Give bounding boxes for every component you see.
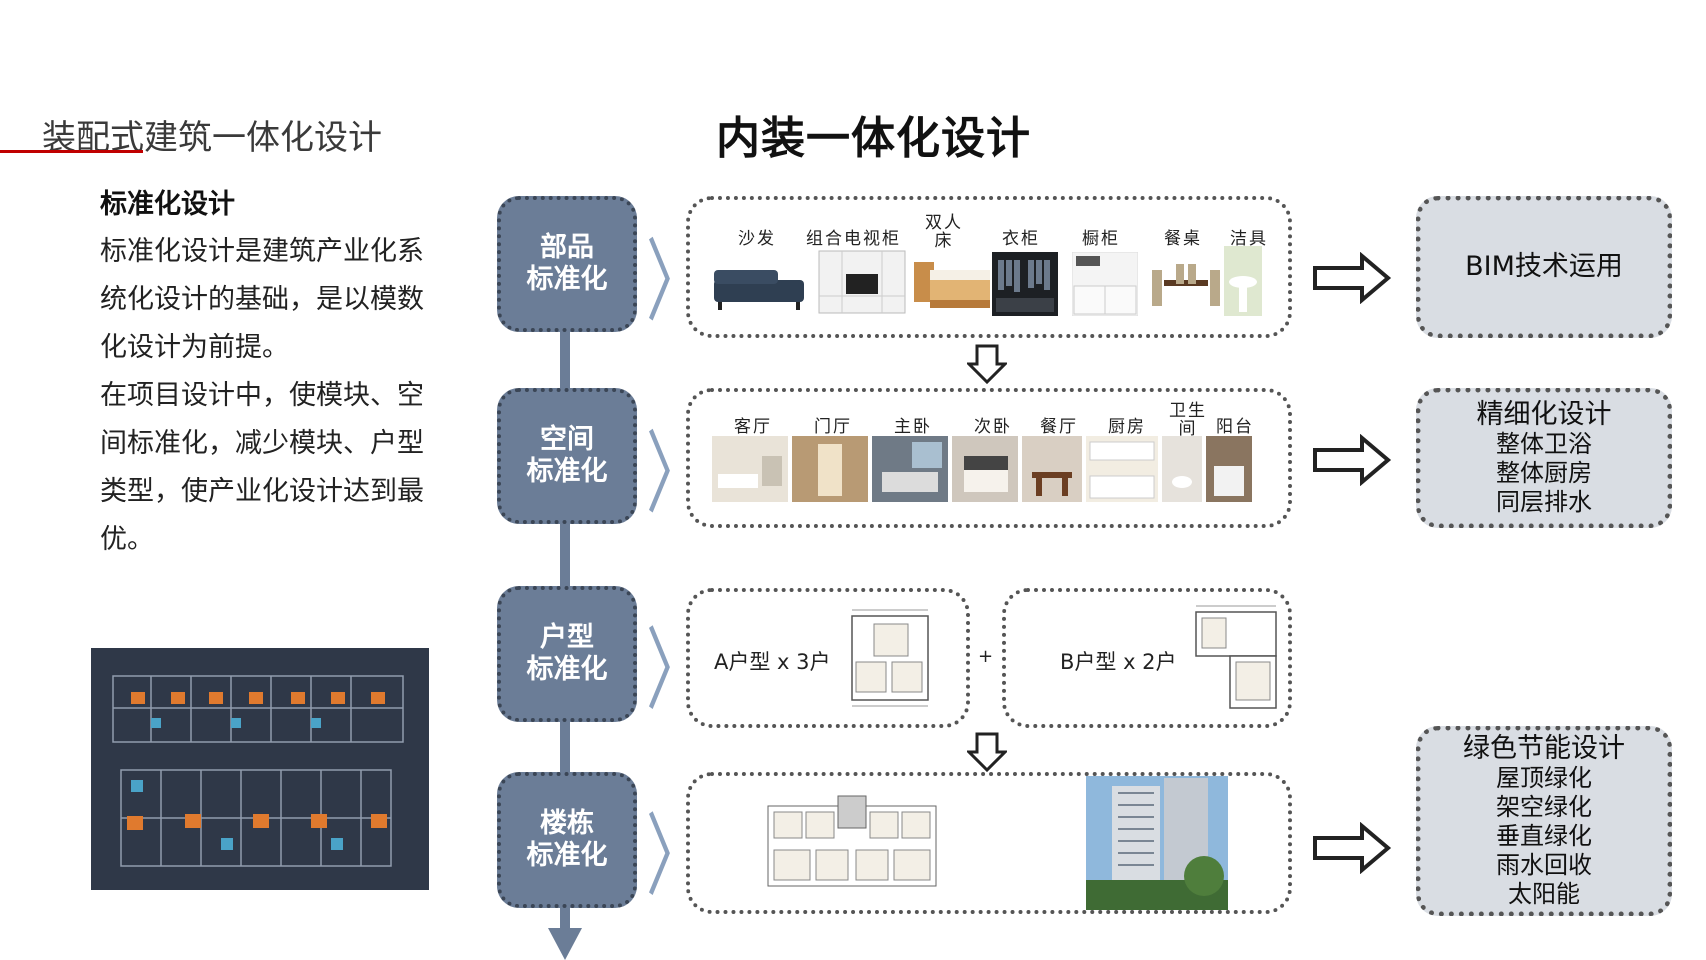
fine-design-title: 精细化设计 [1476,398,1612,430]
flow-arrowhead [548,928,582,960]
right-arrow-icon [1313,434,1392,486]
bim-title: BIM技术运用 [1465,251,1623,282]
living-room-image [712,436,788,502]
sanitary-ware-image [1224,246,1262,316]
item-label: 组合电视柜 [806,229,901,249]
bathroom-image [1162,436,1202,502]
tv-cabinet-image [818,250,906,314]
space-label: 客厅 [734,417,772,437]
space-label: 卫生间 [1169,401,1207,439]
kitchen-image [1086,436,1158,502]
green-design-item: 太阳能 [1508,879,1580,908]
dining-table-image [1152,264,1220,306]
right-arrow-icon [1313,252,1392,304]
building-box [686,772,1292,914]
paragraph-2: 在项目设计中，使模块、空间标准化，减少模块、户型类型，使产业化设计达到最优。 [100,380,424,555]
building-floorplan [767,795,937,887]
unit-a-label: A户型 x 3户 [714,650,831,674]
down-arrow-icon [967,344,1007,384]
unit-a-box: A户型 x 3户 [686,588,970,728]
level-line2: 标准化 [526,654,608,685]
wardrobe-image [992,252,1058,316]
unit-b-box: B户型 x 2户 [1002,588,1292,728]
main-title: 内装一体化设计 [716,113,1031,164]
space-label: 主卧 [894,417,932,437]
green-design-item: 架空绿化 [1496,792,1592,821]
level-line2: 标准化 [526,840,608,871]
paragraph-1: 标准化设计是建筑产业化系统化设计的基础，是以模数化设计为前提。 [100,236,424,363]
space-label: 餐厅 [1040,417,1078,437]
fine-design-item: 整体厨房 [1496,458,1592,487]
building-photo [1086,776,1228,910]
level-components: 部品标准化 [497,196,637,332]
level-space: 空间标准化 [497,388,637,524]
space-label: 厨房 [1108,417,1146,437]
level-line1: 空间 [540,424,594,455]
green-design-item: 屋顶绿化 [1496,763,1592,792]
unit-b-label: B户型 x 2户 [1060,650,1177,674]
space-label: 门厅 [814,417,852,437]
balcony-image [1206,436,1252,502]
item-label: 衣柜 [1002,229,1040,249]
level-line1: 楼栋 [540,808,594,839]
left-heading: 标准化设计 [100,189,235,220]
item-label: 餐桌 [1164,229,1202,249]
spaces-box: 客厅 门厅 主卧 次卧 餐厅 厨房 卫生间 阳台 [686,388,1292,528]
level-line1: 部品 [540,232,594,263]
down-arrow-icon [967,732,1007,772]
item-label: 沙发 [738,229,776,249]
entrance-hall-image [792,436,868,502]
green-design-item: 垂直绿化 [1496,821,1592,850]
dining-room-image [1022,436,1082,502]
unit-b-floorplan [1195,605,1277,709]
master-bedroom-image [872,436,948,502]
double-bed-image [914,262,990,308]
sofa-image [714,270,804,310]
green-design-box: 绿色节能设计 屋顶绿化 架空绿化 垂直绿化 雨水回收 太阳能 [1416,726,1672,916]
right-arrow-icon [1313,822,1392,874]
components-box: 沙发 组合电视柜 双人床 衣柜 橱柜 餐桌 洁具 [686,196,1292,338]
site-plan-image [91,648,429,890]
fine-design-item: 同层排水 [1496,487,1592,516]
left-description: 标准化设计是建筑产业化系统化设计的基础，是以模数化设计为前提。 在项目设计中，使… [100,228,430,564]
bim-box: BIM技术运用 [1416,196,1672,338]
space-label: 阳台 [1216,417,1254,437]
space-label: 次卧 [974,417,1012,437]
green-design-item: 雨水回收 [1496,850,1592,879]
fine-design-box: 精细化设计 整体卫浴 整体厨房 同层排水 [1416,388,1672,528]
level-unit-type: 户型标准化 [497,586,637,722]
second-bedroom-image [952,436,1018,502]
level-line2: 标准化 [526,264,608,295]
item-label: 洁具 [1230,229,1268,249]
plus-sign: + [978,646,994,667]
title-underline [0,150,143,153]
unit-a-floorplan [851,609,929,707]
level-building: 楼栋标准化 [497,772,637,908]
kitchen-cabinet-image [1072,252,1138,316]
level-line1: 户型 [540,622,594,653]
level-line2: 标准化 [526,456,608,487]
item-label: 橱柜 [1082,229,1120,249]
fine-design-item: 整体卫浴 [1496,429,1592,458]
green-design-title: 绿色节能设计 [1463,732,1625,764]
item-label: 双人床 [925,213,963,251]
